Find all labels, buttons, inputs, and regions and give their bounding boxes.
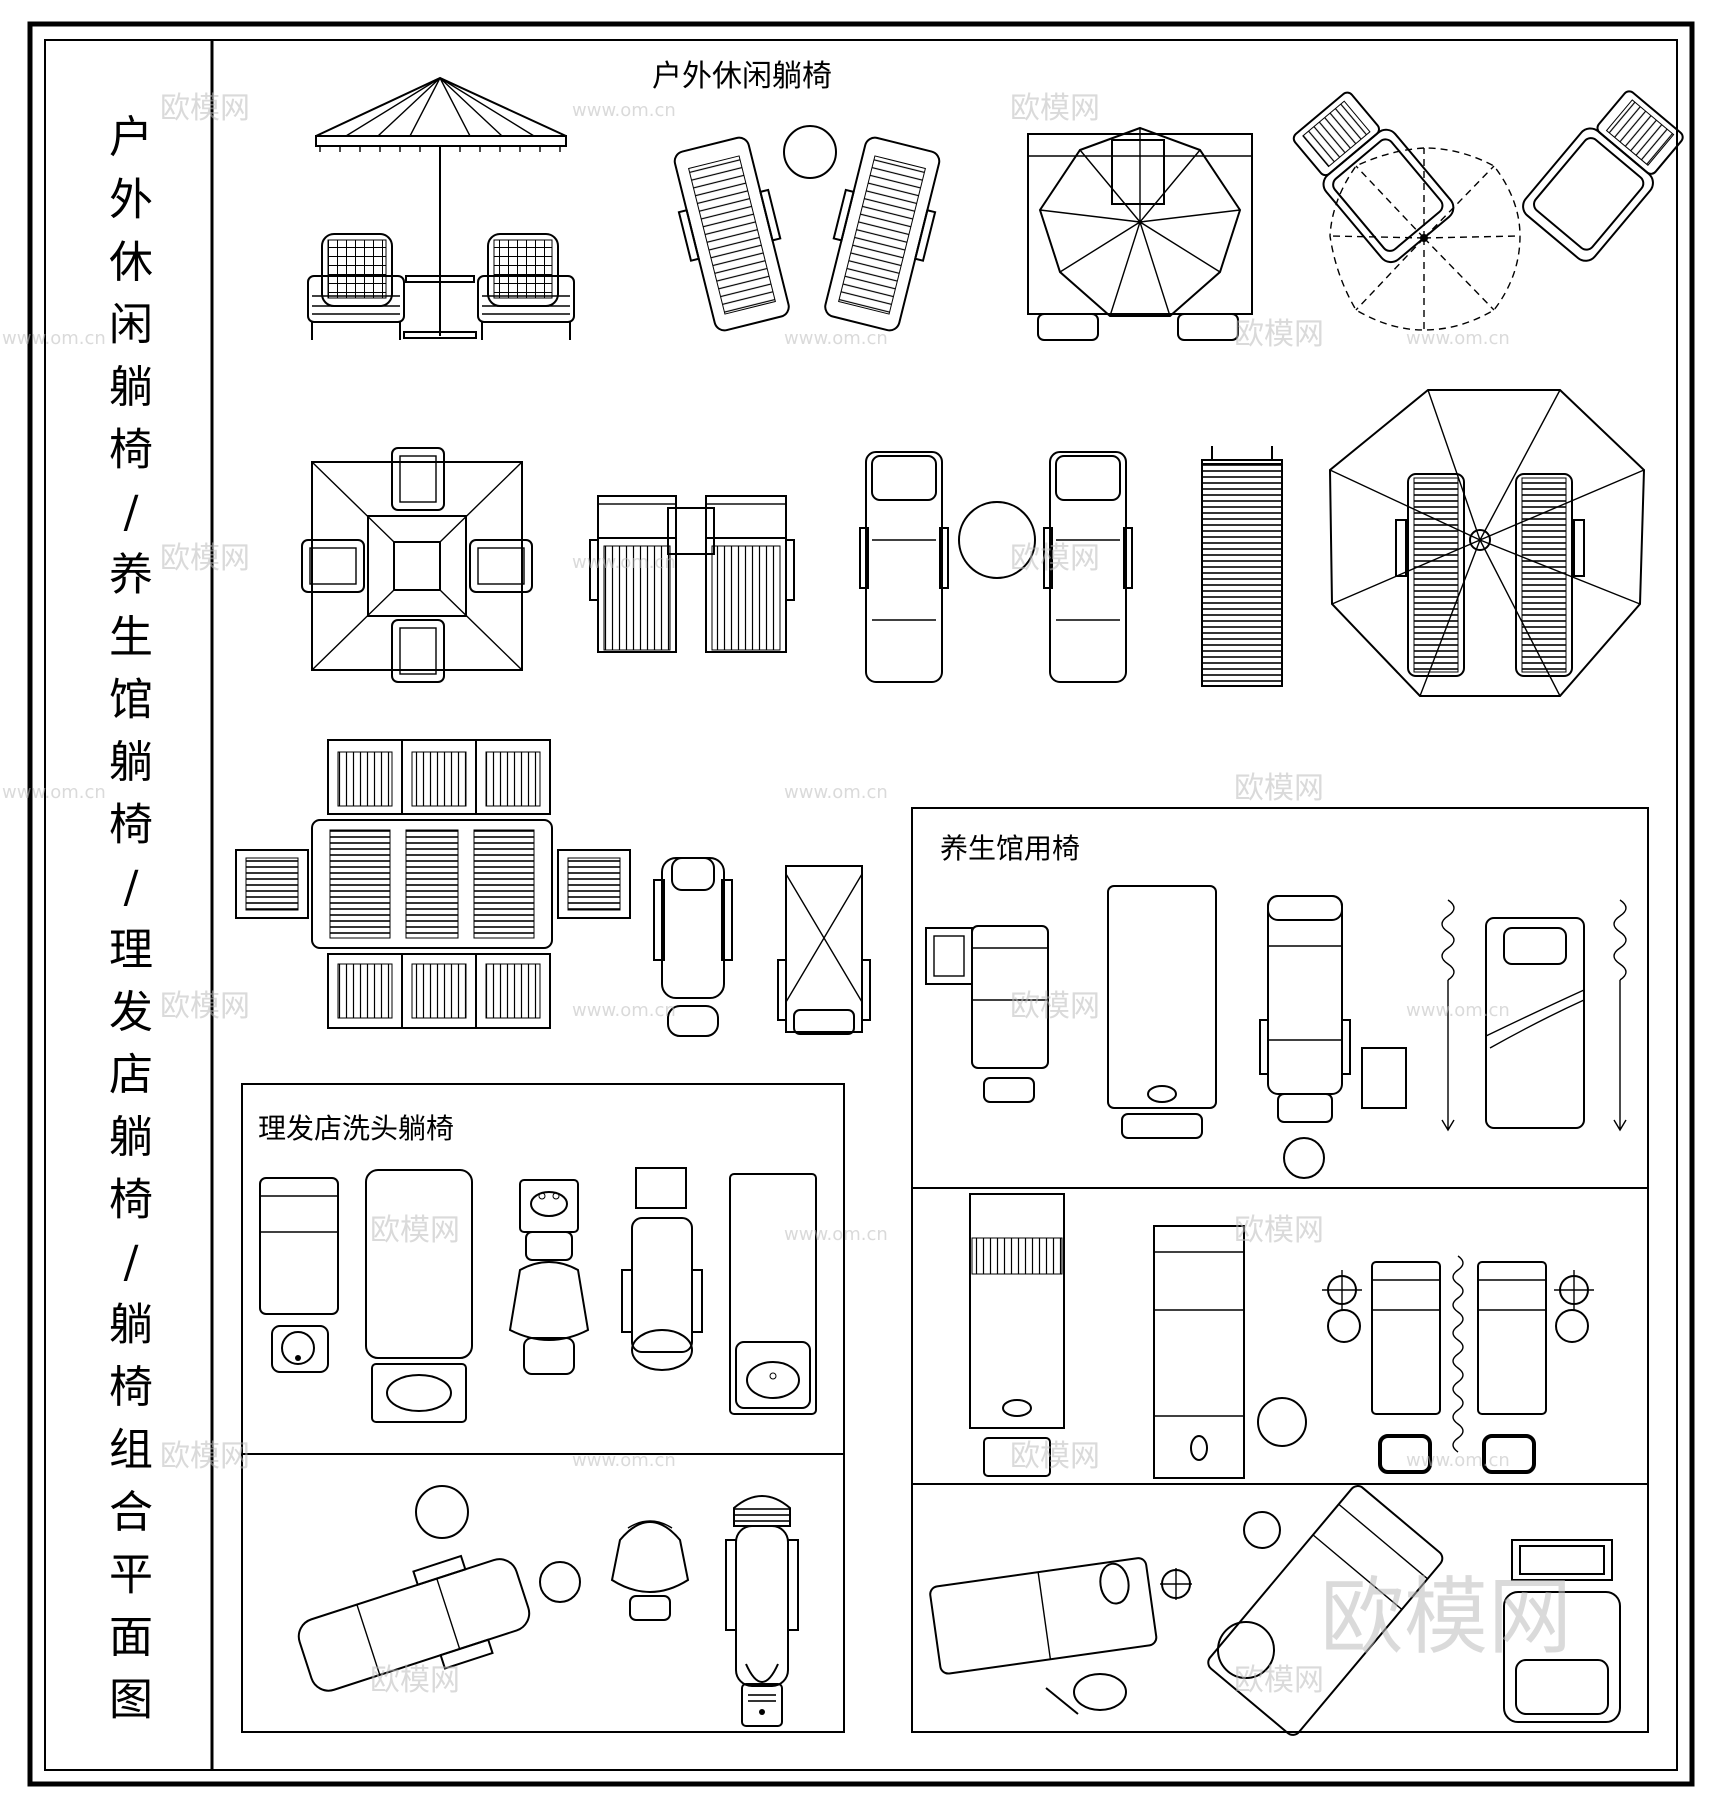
vertical-title-char: 图 [109,1675,153,1726]
vertical-title-char: 椅 [109,1175,153,1226]
barber-section-title: 理发店洗头躺椅 [258,1112,454,1145]
wash-bed-with-basin [729,1173,817,1415]
watermark-layer: 欧模网欧模网欧模网欧模网欧模网欧模网欧模网欧模网欧模网欧模网欧模网欧模网欧模网欧… [2,91,1510,1698]
shampoo-chair [508,1179,590,1375]
vertical-title-char: 组 [109,1425,153,1476]
shell-chair [610,1520,690,1621]
vertical-title-char: / [124,862,139,913]
watermark-url: www.om.cn [572,100,676,121]
barber-section-box-2 [241,1453,845,1733]
watermark-brand: 欧模网 [370,1663,460,1698]
vertical-title-char: 外 [109,175,153,226]
vertical-title-char: 椅 [109,800,153,851]
vertical-title-char: 店 [109,1050,153,1101]
watermark-brand: 欧模网 [1234,1663,1324,1698]
watermark-brand: 欧模网 [1234,1213,1324,1248]
diagonal-spa-bed [1207,1485,1444,1736]
umbrella-lounger-plan [1027,126,1253,341]
watermark-brand: 欧模网 [1234,771,1324,806]
dome-recliner [725,1495,799,1727]
slatted-twin-lounger [589,495,795,653]
vertical-title-char: 平 [109,1550,153,1601]
vertical-title-char: 生 [109,612,153,663]
inner-frame [44,39,1678,1771]
vertical-title-char: 躺 [109,362,153,413]
watermark-url: www.om.cn [572,1000,676,1021]
armchair-with-table [1503,1539,1621,1723]
vertical-title-char: 合 [109,1487,153,1538]
angled-spa-bed-pair [929,1557,1192,1715]
vertical-title-char: 躺 [109,1300,153,1351]
vertical-title-char: 发 [109,987,153,1038]
vertical-title-char: / [124,1237,139,1288]
barber-chair-with-sink [259,1177,339,1373]
massage-bed [1107,885,1217,1139]
spa-bed-with-coils [1441,899,1627,1132]
square-canopy-four-chairs [301,447,533,683]
watermark-url: www.om.cn [1406,1450,1510,1471]
watermark-brand: 欧模网 [1010,989,1100,1024]
vertical-title-char: 户 [109,112,153,163]
wash-bed [365,1169,473,1423]
watermark-url: www.om.cn [784,328,888,349]
vertical-title-char: 闲 [109,300,153,351]
twin-spa-beds-lamps [1322,1255,1594,1474]
watermark-url: www.om.cn [784,782,888,803]
slatted-spa-bed [969,1193,1065,1477]
twin-lounger-round-table [673,125,941,332]
watermark-url: www.om.cn [572,552,676,573]
single-recliner [653,857,733,1037]
reclining-spa-chair [1259,895,1407,1179]
cushioned-lounger-pair [859,451,1133,683]
umbrella-armchair-set [307,76,575,340]
spa-section-title: 养生馆用椅 [940,832,1080,865]
watermark-brand: 欧模网 [160,541,250,576]
outdoor-section-title: 户外休闲躺椅 [652,59,832,94]
vertical-title-char: 椅 [109,1362,153,1413]
octagon-umbrella-loungers [1328,389,1646,697]
vertical-title-char: 休 [109,237,153,288]
watermark-url: www.om.cn [1406,328,1510,349]
vertical-title-char: 躺 [109,737,153,788]
dining-table-ten-chairs [235,739,631,1029]
vertical-title-char: 养 [109,550,153,601]
watermark-brand: 欧模网 [160,91,250,126]
spa-bed-with-stool [1153,1225,1307,1479]
slatted-bench [1201,446,1283,687]
rotated-wash-bed [297,1485,581,1692]
vertical-title-char: 面 [109,1612,153,1663]
spa-section-box-3 [911,1483,1649,1733]
vertical-title-char: 理 [109,925,153,976]
watermark-url: www.om.cn [572,1450,676,1471]
watermark-large: 欧模网 [1320,1568,1572,1666]
watermark-brand: 欧模网 [160,1439,250,1474]
watermark-url: www.om.cn [1406,1000,1510,1021]
watermark-url: www.om.cn [784,1224,888,1245]
dashed-umbrella-angled-chairs [1292,90,1684,331]
outer-frame [27,21,1695,1787]
spa-chair-with-table [925,925,1049,1103]
watermark-brand: 欧模网 [1010,1439,1100,1474]
vertical-title-char: / [124,487,139,538]
frame-lounger [777,865,871,1035]
watermark-url: www.om.cn [2,782,106,803]
watermark-brand: 欧模网 [1010,541,1100,576]
watermark-url: www.om.cn [2,328,106,349]
vertical-title-char: 躺 [109,1112,153,1163]
vertical-title-char: 馆 [109,675,153,726]
watermark-brand: 欧模网 [160,989,250,1024]
watermark-brand: 欧模网 [370,1213,460,1248]
watermark-brand: 欧模网 [1010,91,1100,126]
salon-chair [621,1167,703,1371]
watermark-brand: 欧模网 [1234,317,1324,352]
vertical-title-char: 椅 [109,425,153,476]
